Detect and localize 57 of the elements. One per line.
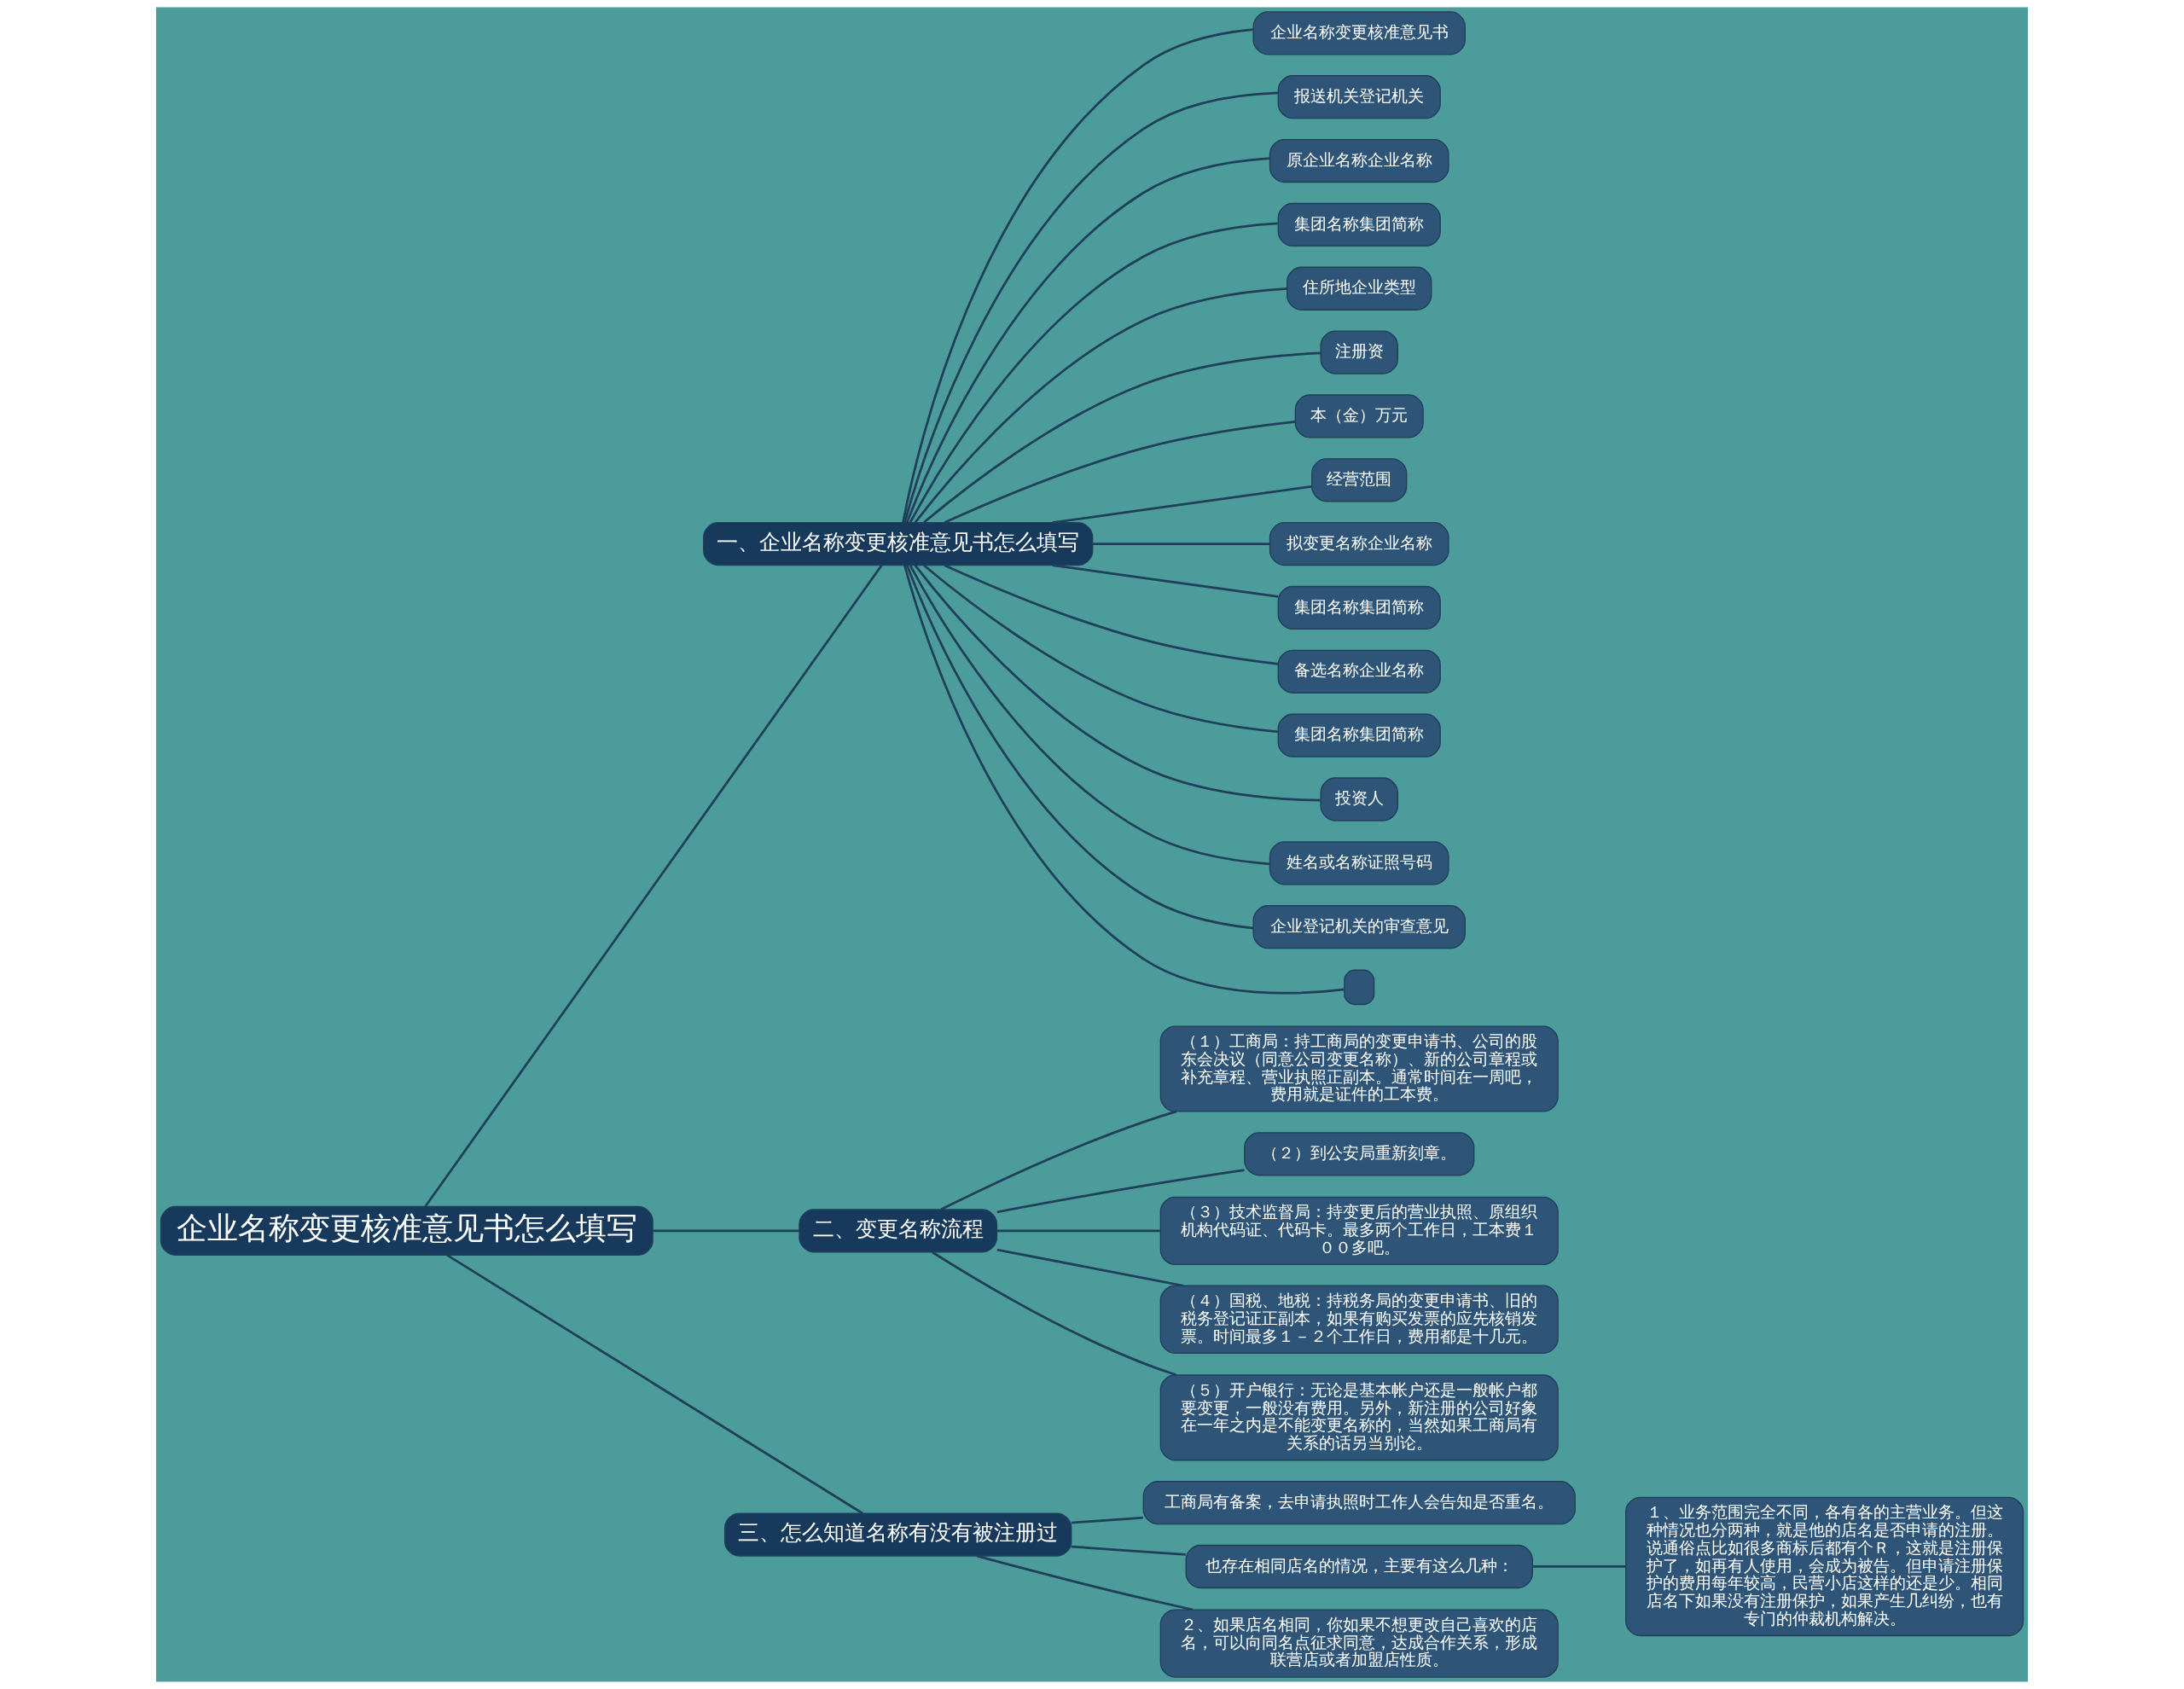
connector [909, 222, 1278, 524]
node-box: （５）开户银行：无论是基本帐户还是一般帐户都要变更，一般没有费用。另外，新注册的公司好象在一年之内是不能变更名称的，当然如果工商局有关系的话另当别论。 [1159, 1374, 1559, 1461]
connector [976, 1554, 1194, 1611]
connector [944, 421, 1296, 524]
node-box: 报送机关登记机关 [1277, 75, 1441, 119]
connector [923, 351, 1321, 524]
node-box: 三、怎么知道名称有没有被注册过 [723, 1512, 1072, 1557]
connector [1052, 564, 1279, 598]
node-box: 投资人 [1320, 777, 1398, 821]
node-box: ２、如果店名相同，你如果不想更改自己喜欢的店名，可以向同名点征求同意，达成合作关系，形成联营店或者加盟店性质。 [1159, 1609, 1559, 1678]
connector [1532, 1565, 1626, 1568]
node-box: 住所地企业类型 [1287, 266, 1432, 311]
node-box: 也存在相同店名的情况，主要有这么几种： [1185, 1544, 1533, 1589]
node-box: 企业名称变更核准意见书怎么填写 [160, 1205, 653, 1256]
connector [996, 1169, 1245, 1214]
node-box: 拟变更名称企业名称 [1269, 521, 1449, 566]
connector [914, 287, 1287, 524]
connector [996, 1248, 1184, 1287]
node-box: 经营范围 [1311, 458, 1408, 502]
node-box: （３）技术监督局：持变更后的营业执照、原组织机构代码证、代码卡。最多两个工作日，工本费１００多吧。 [1159, 1196, 1559, 1266]
connector [905, 565, 1254, 930]
connector [909, 565, 1270, 866]
connector [905, 157, 1270, 523]
node-box: 原企业名称企业名称 [1269, 138, 1449, 183]
connector [446, 1254, 863, 1515]
node-box: （１）工商局：持工商局的变更申请书、公司的股东会决议（同意公司变更名称）、新的公司章程或补充章程、营业执照正副本。通常时间在一周吧，费用就是证件的工本费。 [1159, 1025, 1559, 1112]
node-box: 姓名或名称证照号码 [1269, 841, 1449, 885]
node-box: 企业名称变更核准意见书 [1252, 11, 1466, 55]
node-box: 二、变更名称流程 [799, 1209, 998, 1253]
connector [1092, 543, 1270, 545]
node-box: 本（金）万元 [1294, 394, 1424, 438]
node-box: １、业务范围完全不同，各有各的主营业务。但这种情况也分两种，就是他的店名是否申请的注册。说通俗点比如很多商标后都有个Ｒ，这就是注册保护了，如再有人使用，会成为被告。但申请注册保护的费用每年较高，民营小店这样的还是少。相同店名下如果没有注册保护，如果产生几纠纷，也有专门的仲裁机构解决。 [1625, 1496, 2024, 1637]
connector [923, 564, 1279, 734]
connector [903, 565, 1345, 995]
node-box: 企业登记机关的审查意见 [1252, 905, 1466, 949]
connector [940, 1110, 1177, 1211]
node-box: 工商局有备案，去申请执照时工作人会告知是否重名。 [1142, 1481, 1576, 1525]
node-box: （２）到公安局重新刻章。 [1244, 1132, 1475, 1176]
connector [914, 564, 1321, 802]
node-box: 集团名称集团简称 [1277, 202, 1441, 247]
node-box: 一、企业名称变更核准意见书怎么填写 [703, 521, 1094, 566]
connector [1052, 485, 1312, 524]
connector [424, 564, 883, 1207]
connector [944, 564, 1279, 665]
node-box: 备选名称企业名称 [1277, 649, 1441, 694]
connector [996, 1229, 1161, 1233]
connector [1071, 1516, 1143, 1524]
connector [902, 28, 1253, 523]
node-box: 集团名称集团简称 [1277, 713, 1441, 757]
node-box [1344, 969, 1375, 1006]
node-box: 集团名称集团简称 [1277, 585, 1441, 630]
connector [932, 1251, 1177, 1377]
node-box: 注册资 [1320, 330, 1398, 374]
node-box: （４）国税、地税：持税务局的变更申请书、旧的税务登记证正副本，如果有购买发票的应先核销发票。时间最多１－２个工作日，费用都是十几元。 [1159, 1285, 1559, 1354]
connector [1071, 1545, 1186, 1556]
connector [903, 91, 1279, 523]
connector [653, 1229, 799, 1233]
